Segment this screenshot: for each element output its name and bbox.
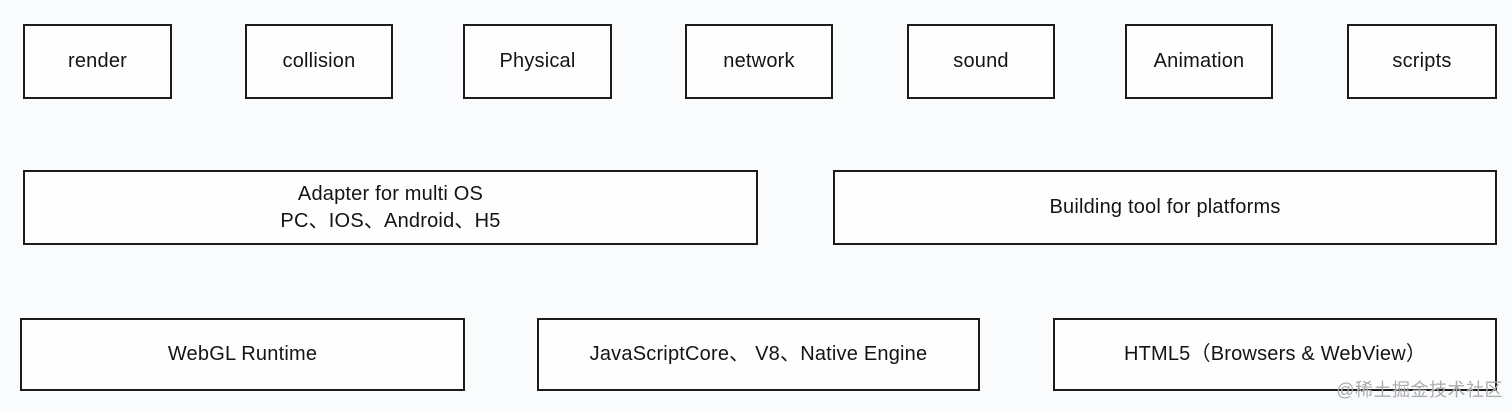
building-tool-label: Building tool for platforms: [1049, 196, 1281, 218]
platform-box-adapter: Adapter for multi OS PC、IOS、Android、H5: [23, 170, 758, 245]
module-box-network: network: [685, 24, 833, 99]
adapter-title: Adapter for multi OS: [297, 182, 484, 205]
jscore-label: JavaScriptCore、 V8、Native Engine: [589, 343, 928, 365]
runtime-box-jscore: JavaScriptCore、 V8、Native Engine: [537, 318, 980, 391]
module-label-physical: Physical: [499, 50, 576, 72]
html5-label: HTML5（Browsers & WebView）: [1123, 343, 1427, 365]
webgl-label: WebGL Runtime: [167, 343, 318, 365]
adapter-subtitle: PC、IOS、Android、H5: [280, 209, 501, 232]
runtime-box-webgl: WebGL Runtime: [20, 318, 465, 391]
runtime-box-html5: HTML5（Browsers & WebView）: [1053, 318, 1497, 391]
module-box-sound: sound: [907, 24, 1055, 99]
module-label-sound: sound: [953, 50, 1009, 72]
module-label-scripts: scripts: [1392, 50, 1452, 72]
module-box-physical: Physical: [463, 24, 612, 99]
module-box-render: render: [23, 24, 172, 99]
module-box-scripts: scripts: [1347, 24, 1497, 99]
module-box-collision: collision: [245, 24, 393, 99]
module-box-animation: Animation: [1125, 24, 1273, 99]
module-label-collision: collision: [282, 50, 356, 72]
module-label-network: network: [723, 50, 795, 72]
module-label-animation: Animation: [1153, 50, 1245, 72]
platform-box-building-tool: Building tool for platforms: [833, 170, 1497, 245]
module-label-render: render: [67, 50, 127, 72]
juejin-watermark: @稀土掘金技术社区: [1336, 380, 1503, 400]
